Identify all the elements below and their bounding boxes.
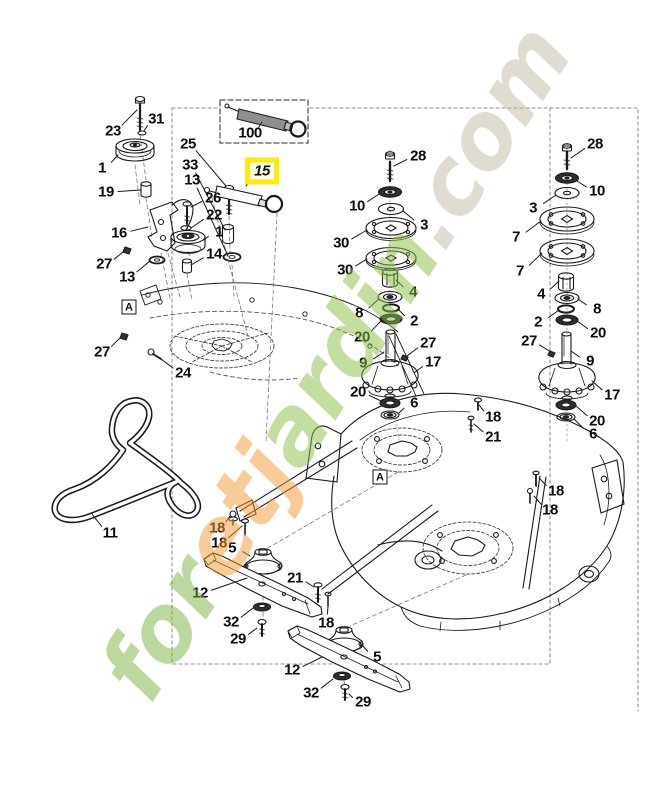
leader-line-18: [533, 495, 542, 505]
leader-line-20: [370, 320, 382, 332]
leader-line-18: [225, 515, 231, 523]
leader-line-3: [542, 194, 557, 205]
leader-line-27: [406, 347, 419, 357]
leader-line-2: [547, 309, 560, 319]
leader-line-9: [373, 351, 385, 360]
tool-15-drawing: [203, 185, 284, 443]
leader-line-19: [117, 189, 142, 192]
leader-line-9: [570, 350, 580, 358]
drive-belt-drawing: [51, 397, 202, 524]
leader-line-13: [136, 260, 151, 273]
leader-line-32: [240, 607, 254, 618]
leader-line-22: [190, 218, 205, 229]
leader-line-4: [395, 279, 404, 288]
leader-line-10: [367, 193, 380, 203]
leader-line-27: [539, 344, 552, 353]
leader-line-14: [190, 257, 204, 266]
leader-line-25: [195, 150, 227, 187]
leader-line-31: [143, 124, 149, 132]
spindle-stack-right-drawing: [526, 142, 596, 504]
leader-line-100: [258, 121, 263, 128]
leader-line-3: [402, 210, 415, 221]
leader-line-27: [113, 251, 124, 260]
leader-line-8: [577, 298, 587, 306]
leader-line-8: [368, 298, 380, 309]
deck-top-fragment-drawing: [139, 282, 425, 397]
leader-line-6: [397, 407, 405, 415]
leader-line-16: [130, 226, 149, 232]
leader-line-1: [110, 154, 119, 163]
leader-line-29: [348, 693, 354, 699]
leader-line-20: [368, 394, 382, 402]
leader-line-33: [195, 172, 226, 231]
leader-line-28: [393, 158, 408, 167]
leader-line-7: [528, 252, 543, 266]
leader-line-23: [121, 109, 138, 126]
leader-line-18: [228, 525, 243, 539]
spindle-stack-middle-drawing: [361, 149, 419, 441]
leader-line-18: [326, 605, 329, 615]
blade-assembly-drawing: [203, 471, 467, 701]
leader-line-20: [575, 405, 588, 417]
leader-line-18: [538, 477, 547, 487]
leader-line-32: [320, 678, 334, 689]
leader-line-17: [591, 380, 603, 391]
leader-line-29: [247, 627, 258, 635]
leader-line-12: [210, 577, 248, 591]
mower-deck-drawing: [235, 392, 625, 632]
leader-line-30: [351, 229, 368, 240]
leader-line-17: [413, 366, 424, 374]
leader-line-11: [91, 513, 103, 527]
leader-line-21: [305, 581, 315, 588]
leader-line-26: [190, 200, 203, 208]
leader-line-15: [245, 176, 254, 187]
leader-line-12: [302, 656, 323, 667]
leader-line-6: [573, 418, 585, 429]
leader-line-18: [478, 404, 485, 412]
leader-line-21: [473, 423, 484, 433]
tool-100-drawing: [219, 99, 309, 144]
deck-bolts-drawing: [467, 397, 483, 433]
leader-line-20: [576, 320, 589, 330]
leader-line-10: [576, 180, 587, 188]
leader-line-2: [397, 308, 405, 317]
leader-line-4: [550, 280, 560, 290]
leader-line-1: [203, 235, 209, 241]
leader-line-7: [525, 220, 542, 233]
leader-line-28: [570, 148, 586, 159]
leader-line-5: [242, 551, 251, 557]
leader-line-30: [355, 258, 368, 267]
leader-line-13: [196, 187, 229, 257]
leader-line-24: [156, 355, 174, 369]
leader-line-5: [359, 642, 369, 652]
label-leader-lines: [91, 109, 603, 699]
leader-line-27: [110, 336, 122, 347]
